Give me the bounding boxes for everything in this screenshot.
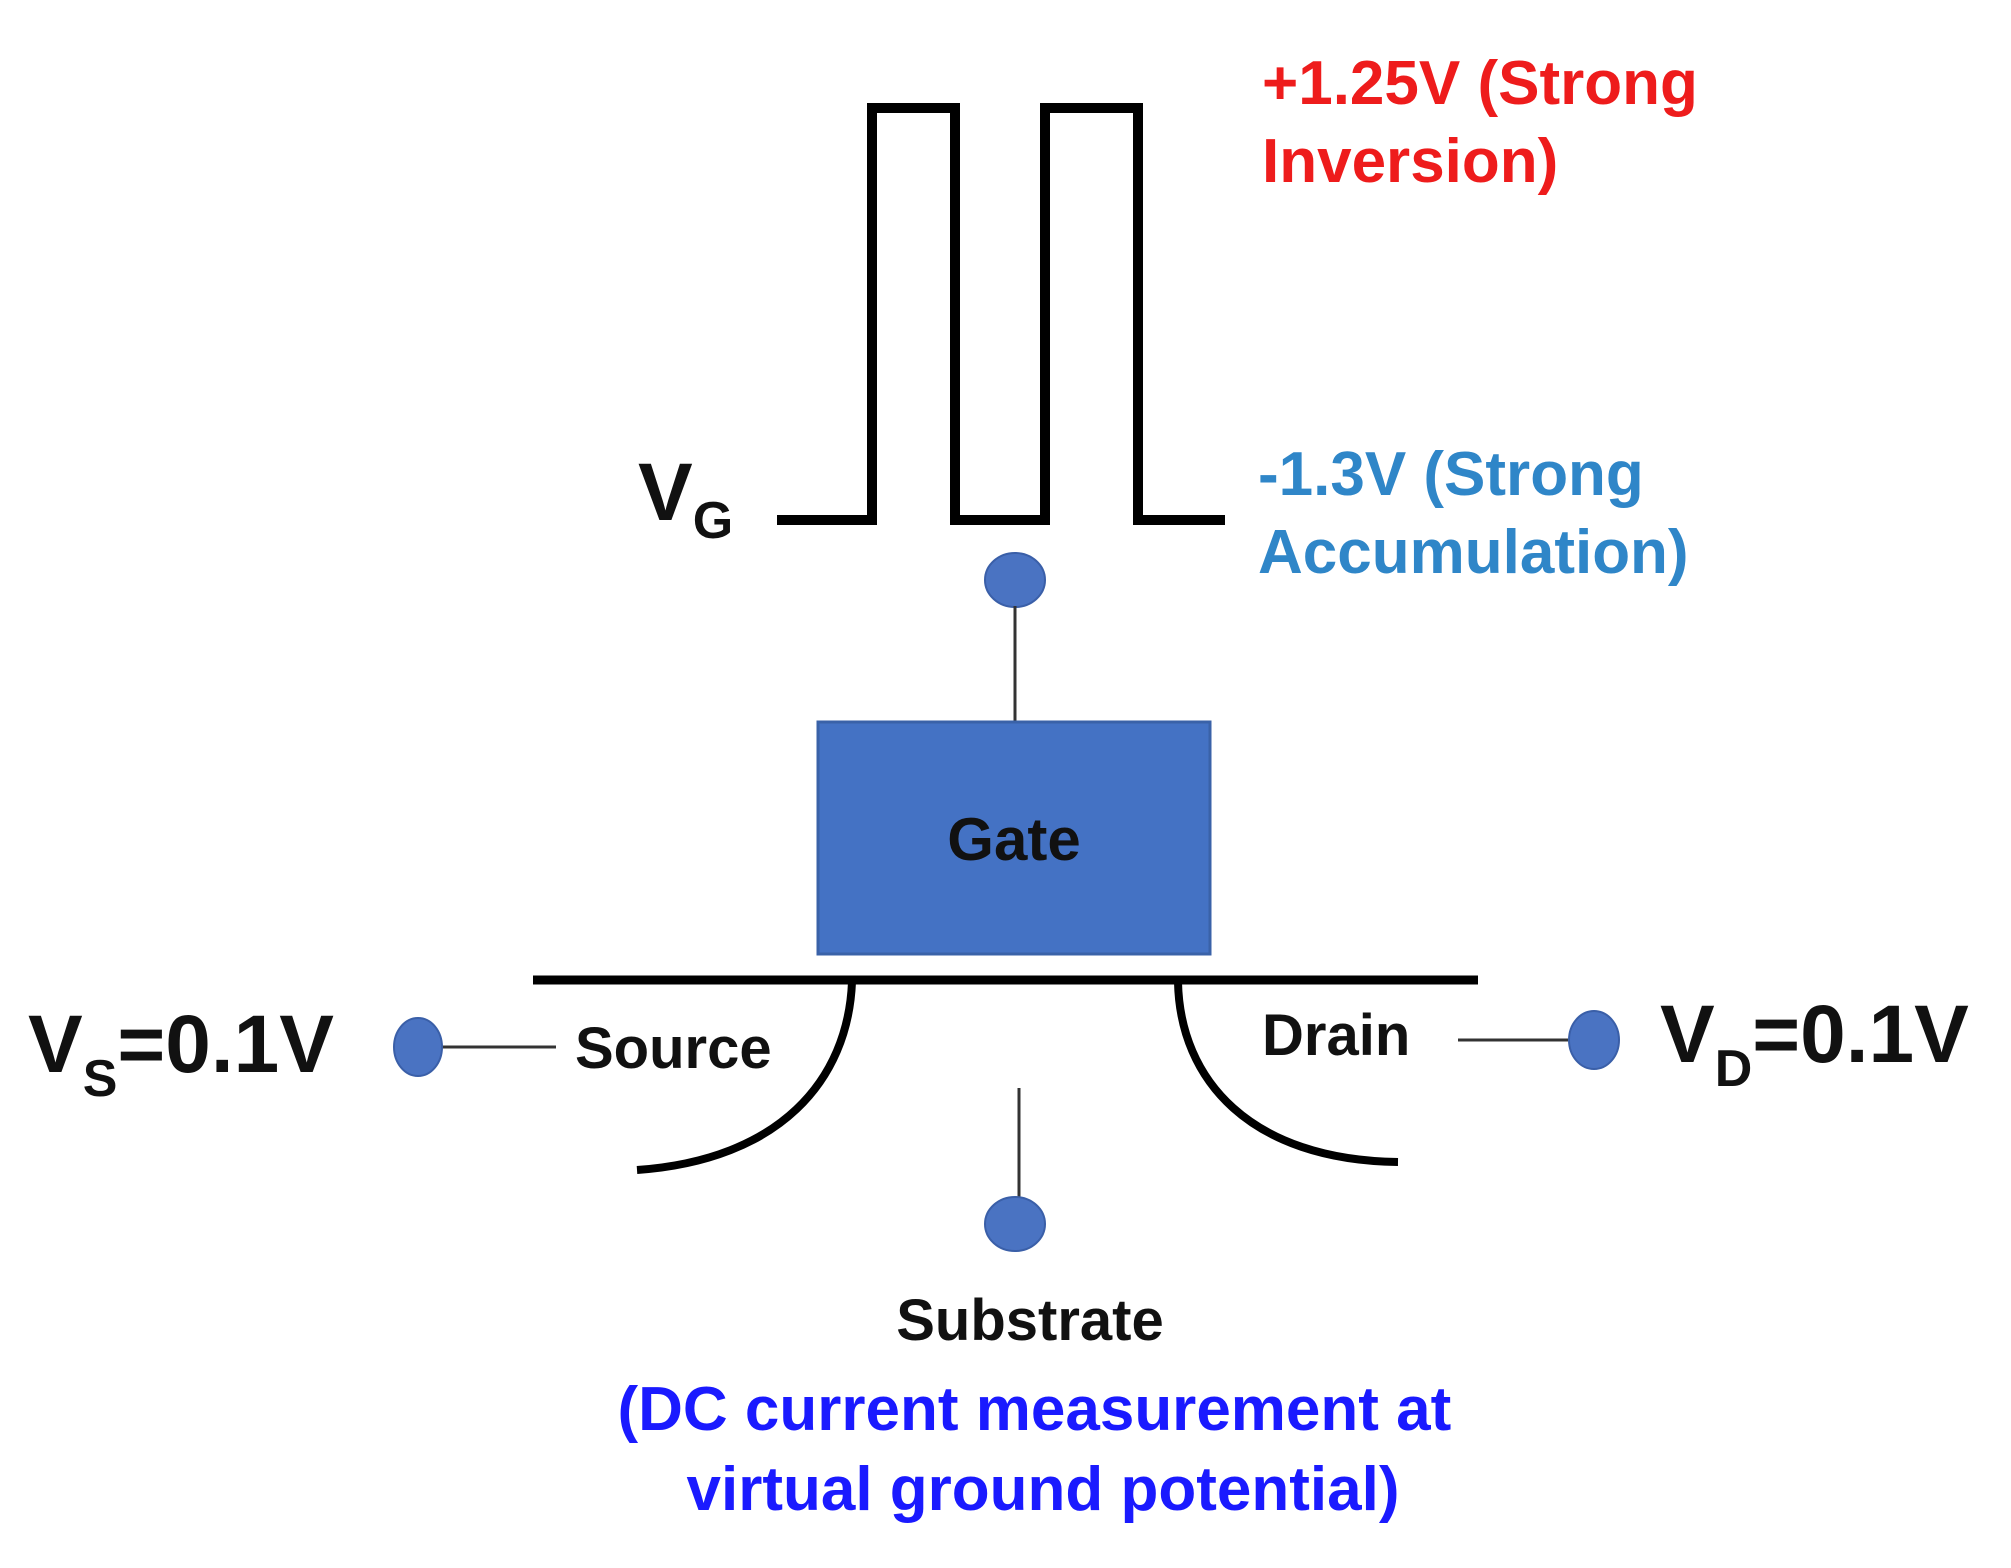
substrate-note: (DC current measurement at virtual groun… (617, 1375, 1468, 1524)
substrate-label: Substrate (896, 1288, 1164, 1353)
gate-voltage-label: VG (638, 447, 733, 550)
drain-junction (1174, 981, 1399, 1166)
source-terminal-dot (393, 1017, 443, 1077)
source-label: Source (575, 1016, 772, 1081)
drain-label: Drain (1262, 1003, 1410, 1068)
low-level-label: -1.3V (Strong Accumulation) (1258, 440, 1689, 587)
drain-terminal-dot (1568, 1010, 1620, 1070)
gate-label: Gate (947, 806, 1080, 873)
source-junction (636, 981, 856, 1174)
gate-block (816, 720, 1212, 956)
gate-terminal-dot (984, 552, 1046, 608)
drain-voltage-label: VD=0.1V (1660, 989, 1969, 1098)
high-level-label: +1.25V (Strong Inversion) (1262, 49, 1715, 196)
substrate-terminal-dot (984, 1196, 1046, 1252)
gate-pulse-waveform (777, 103, 1225, 525)
source-voltage-label: VS=0.1V (28, 999, 334, 1108)
